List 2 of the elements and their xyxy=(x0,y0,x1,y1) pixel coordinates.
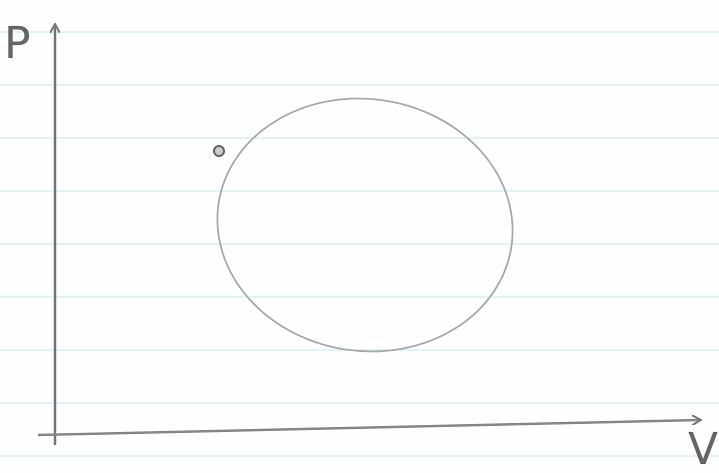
axis-label: P xyxy=(4,22,31,66)
axis-label: V xyxy=(688,428,718,472)
